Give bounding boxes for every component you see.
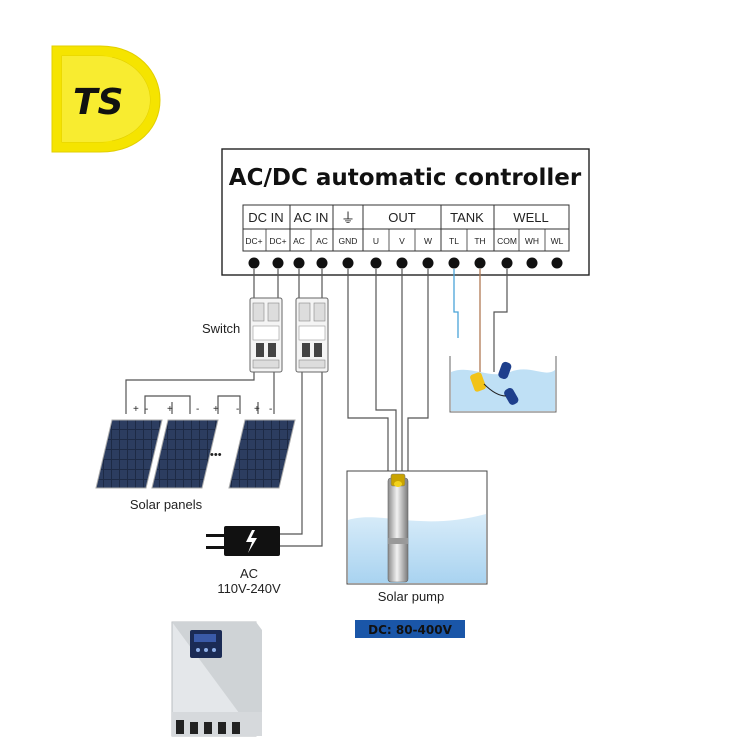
svg-text:+: + bbox=[133, 404, 139, 415]
wire-gnd bbox=[347, 269, 389, 478]
wires bbox=[125, 269, 508, 547]
svg-text:-: - bbox=[269, 404, 272, 415]
ac-plug: AC 110V-240V bbox=[206, 526, 281, 596]
terminal-screw bbox=[422, 257, 434, 269]
terminal-name: COM bbox=[497, 236, 517, 246]
group-label-ac-in: AC IN bbox=[294, 210, 329, 225]
terminal-screw bbox=[526, 257, 538, 269]
wire-panel-link2 bbox=[217, 395, 241, 414]
group-label-dc-in: DC IN bbox=[248, 210, 283, 225]
terminal-screw bbox=[551, 257, 563, 269]
wire-panel-link1 bbox=[144, 395, 191, 414]
terminal-name: WL bbox=[551, 236, 564, 246]
float-switch-yellow bbox=[470, 372, 486, 392]
breaker-switch-dc bbox=[249, 297, 283, 373]
ground-symbol-icon: ⏚ bbox=[341, 210, 355, 226]
svg-text:-: - bbox=[236, 404, 239, 415]
float-switch-blue bbox=[498, 361, 512, 380]
logo-d-inner bbox=[62, 56, 150, 142]
terminal-name-row bbox=[242, 228, 570, 252]
terminal-name: TH bbox=[474, 236, 485, 246]
controller-frame bbox=[221, 148, 590, 276]
solar-panel bbox=[95, 419, 163, 489]
terminal-name: DC+ bbox=[269, 236, 286, 246]
float-switch-blue bbox=[504, 388, 519, 405]
pump-cap bbox=[394, 481, 402, 487]
wire-u bbox=[375, 269, 397, 478]
wire-w bbox=[407, 269, 429, 478]
terminal-screw bbox=[501, 257, 513, 269]
terminal-screw bbox=[474, 257, 486, 269]
terminal-name: AC bbox=[293, 236, 305, 246]
terminal-screw bbox=[396, 257, 408, 269]
solar-panel bbox=[151, 419, 219, 489]
lightning-icon bbox=[246, 530, 257, 553]
switch-label: Switch bbox=[202, 321, 240, 336]
group-label-tank: TANK bbox=[450, 210, 484, 225]
terminal-name: WH bbox=[525, 236, 539, 246]
controller-title: AC/DC automatic controller bbox=[229, 165, 582, 191]
breaker-switch-ac bbox=[295, 297, 329, 373]
controller-product-image bbox=[171, 621, 262, 737]
terminal-name: U bbox=[373, 236, 379, 246]
well-water bbox=[348, 514, 486, 583]
terminal-name: V bbox=[399, 236, 405, 246]
logo-text: TS bbox=[73, 82, 123, 123]
water-tank bbox=[449, 356, 557, 413]
terminal-screw bbox=[448, 257, 460, 269]
terminal-screw bbox=[342, 257, 354, 269]
wire-com bbox=[493, 269, 508, 372]
well-pump: Solar pump DC: 80-400V bbox=[346, 470, 488, 638]
brand-logo: TS bbox=[51, 45, 161, 153]
controller-box: AC/DC automatic controller DC IN AC IN ⏚… bbox=[221, 148, 590, 276]
tank-outline bbox=[449, 356, 557, 413]
terminal-names: DC+ DC+ AC AC GND U V W TL TH COM WH WL bbox=[245, 236, 563, 246]
terminal-screw bbox=[370, 257, 382, 269]
wire-ac-out1 bbox=[280, 372, 303, 535]
wire-dc-out1 bbox=[125, 372, 255, 414]
terminal-screw bbox=[272, 257, 284, 269]
terminal-screw bbox=[248, 257, 260, 269]
panel-ellipsis: ••• bbox=[210, 449, 222, 461]
wire-ac-out2 bbox=[280, 372, 323, 547]
svg-text:-: - bbox=[196, 404, 199, 415]
panel-polarity-labels: + - + - + - + - bbox=[133, 404, 272, 415]
svg-text:-: - bbox=[145, 404, 148, 415]
ac-voltage-label: 110V-240V bbox=[217, 581, 281, 596]
solar-pump-label: Solar pump bbox=[378, 589, 444, 604]
terminal-name: GND bbox=[339, 236, 358, 246]
svg-text:+: + bbox=[167, 404, 173, 415]
solar-panel bbox=[228, 419, 296, 489]
group-label-out: OUT bbox=[388, 210, 416, 225]
terminal-name: TL bbox=[449, 236, 459, 246]
terminal-name: AC bbox=[316, 236, 328, 246]
dc-voltage-label: DC: 80-400V bbox=[368, 623, 452, 637]
terminal-name: W bbox=[424, 236, 432, 246]
terminal-screw bbox=[293, 257, 305, 269]
pump-body bbox=[387, 477, 409, 583]
wire-tl bbox=[453, 269, 459, 338]
svg-text:+: + bbox=[213, 404, 219, 415]
terminal-screw bbox=[316, 257, 328, 269]
ac-label: AC bbox=[240, 566, 258, 581]
terminal-screws bbox=[248, 257, 563, 269]
terminal-name: DC+ bbox=[245, 236, 262, 246]
solar-panels-label: Solar panels bbox=[130, 497, 203, 512]
group-label-well: WELL bbox=[513, 210, 548, 225]
dc-voltage-badge bbox=[355, 620, 465, 638]
solar-panels: + - + - + - + - ••• Solar panels bbox=[95, 404, 296, 512]
svg-text:+: + bbox=[254, 404, 260, 415]
